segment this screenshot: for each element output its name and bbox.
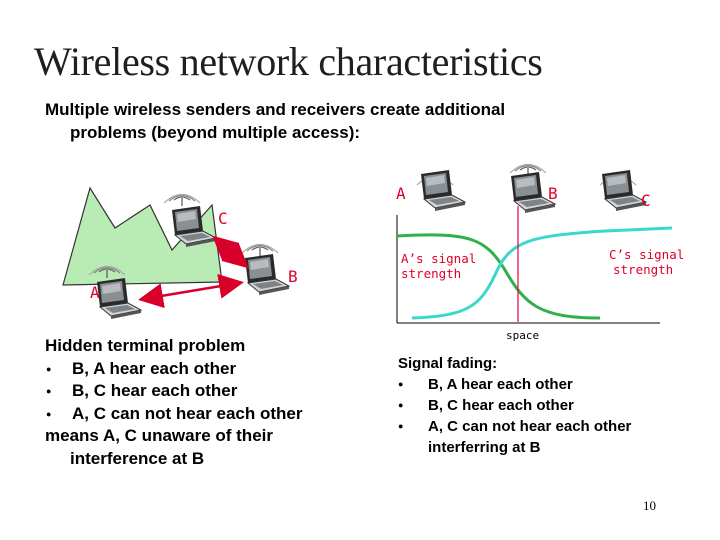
bullet-3-continuation: interferring at B <box>428 439 541 456</box>
conclusion-line-2: interference at B <box>70 448 205 468</box>
list-item: ●B, A hear each other <box>45 358 303 381</box>
slide-title: Wireless network characteristics <box>34 39 543 84</box>
b-c-link-arrow <box>212 235 249 269</box>
list-item: ●B, C hear each other <box>398 397 574 414</box>
laptop-icon <box>601 169 647 212</box>
antenna-icon <box>163 193 201 207</box>
bullet-icon: ● <box>46 408 52 419</box>
list-item: ●B, C hear each other <box>45 380 303 403</box>
signal-fading-text: Signal fading: ●B, A hear each other ●B,… <box>398 353 631 458</box>
node-b-label: B <box>548 184 558 203</box>
c-signal-curve <box>411 226 673 320</box>
signal-fading-diagram: A B C A’s signal strength C’s signal str… <box>396 163 684 342</box>
a-signal-label-line1: A’s signal <box>401 251 476 266</box>
bullet-icon: ● <box>398 421 404 431</box>
list-item: ●A, C can not hear each other <box>398 418 632 435</box>
page-number: 10 <box>643 498 656 513</box>
list-item: ●B, A hear each other <box>398 376 573 393</box>
signal-fading-heading: Signal fading: <box>398 355 498 372</box>
node-c-label: C <box>218 209 228 228</box>
mountain-obstacle <box>62 186 223 286</box>
hidden-terminal-diagram: C B A <box>62 186 298 320</box>
x-axis-label: space <box>506 329 539 342</box>
c-signal-label-line1: C’s signal <box>609 247 684 262</box>
hidden-terminal-text: Hidden terminal problem ●B, A hear each … <box>45 335 303 470</box>
bullet-icon: ● <box>398 379 404 389</box>
bullet-icon: ● <box>46 363 52 374</box>
intro-line-1: Multiple wireless senders and receivers … <box>45 100 506 119</box>
a-signal-label-line2: strength <box>401 266 461 281</box>
node-a-label: A <box>396 184 406 203</box>
bullet-icon: ● <box>398 400 404 410</box>
intro-text: Multiple wireless senders and receivers … <box>45 98 645 144</box>
c-signal-label-line2: strength <box>613 262 673 277</box>
laptop-icon <box>420 169 466 212</box>
intro-line-2: problems (beyond multiple access): <box>70 123 361 142</box>
bullet-icon: ● <box>46 386 52 396</box>
a-signal-curve <box>396 233 601 320</box>
node-b-label: B <box>288 267 298 286</box>
node-c-label: C <box>641 191 651 210</box>
laptop-icon <box>244 253 290 296</box>
list-item: ●A, C can not hear each other <box>45 403 303 426</box>
hidden-terminal-heading: Hidden terminal problem <box>45 336 246 355</box>
conclusion-line-1: means A, C unaware of their <box>45 426 273 445</box>
node-a-label: A <box>90 283 100 302</box>
a-b-link-arrow <box>138 273 244 309</box>
